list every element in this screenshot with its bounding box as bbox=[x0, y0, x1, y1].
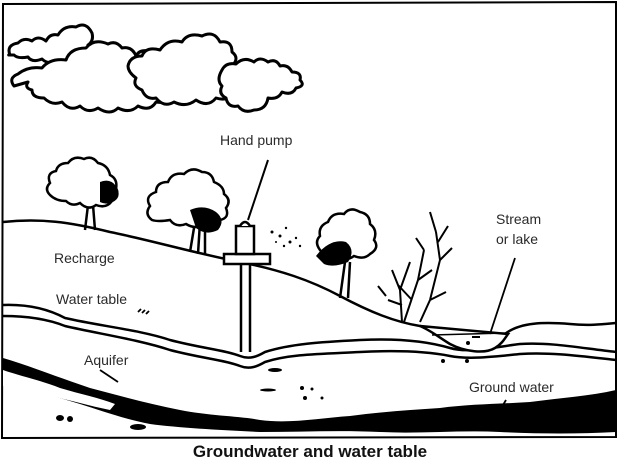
tree-3-icon bbox=[315, 208, 378, 299]
tree-2-icon bbox=[146, 168, 230, 255]
leader-lines bbox=[99, 257, 516, 411]
label-ground-water: Ground water bbox=[469, 379, 554, 395]
label-stream-line2: or lake bbox=[496, 231, 539, 247]
tree-1-icon bbox=[45, 156, 119, 231]
label-stream-line1: Stream bbox=[496, 211, 542, 227]
clouds-icon bbox=[7, 23, 304, 114]
aquifer-rock-layer bbox=[3, 358, 616, 434]
label-water-table: Water table bbox=[56, 291, 128, 307]
frame bbox=[0, 0, 617, 440]
water-table-layer bbox=[2, 303, 617, 369]
label-recharge: Recharge bbox=[54, 250, 115, 266]
label-hand-pump: Hand pump bbox=[220, 132, 293, 148]
hand-pump-icon bbox=[222, 159, 272, 352]
bush-icon bbox=[377, 211, 453, 323]
label-aquifer: Aquifer bbox=[84, 352, 129, 368]
stream-or-lake bbox=[419, 324, 511, 353]
water-splash bbox=[270, 226, 302, 248]
diagram-caption: Groundwater and water table bbox=[192, 442, 428, 461]
